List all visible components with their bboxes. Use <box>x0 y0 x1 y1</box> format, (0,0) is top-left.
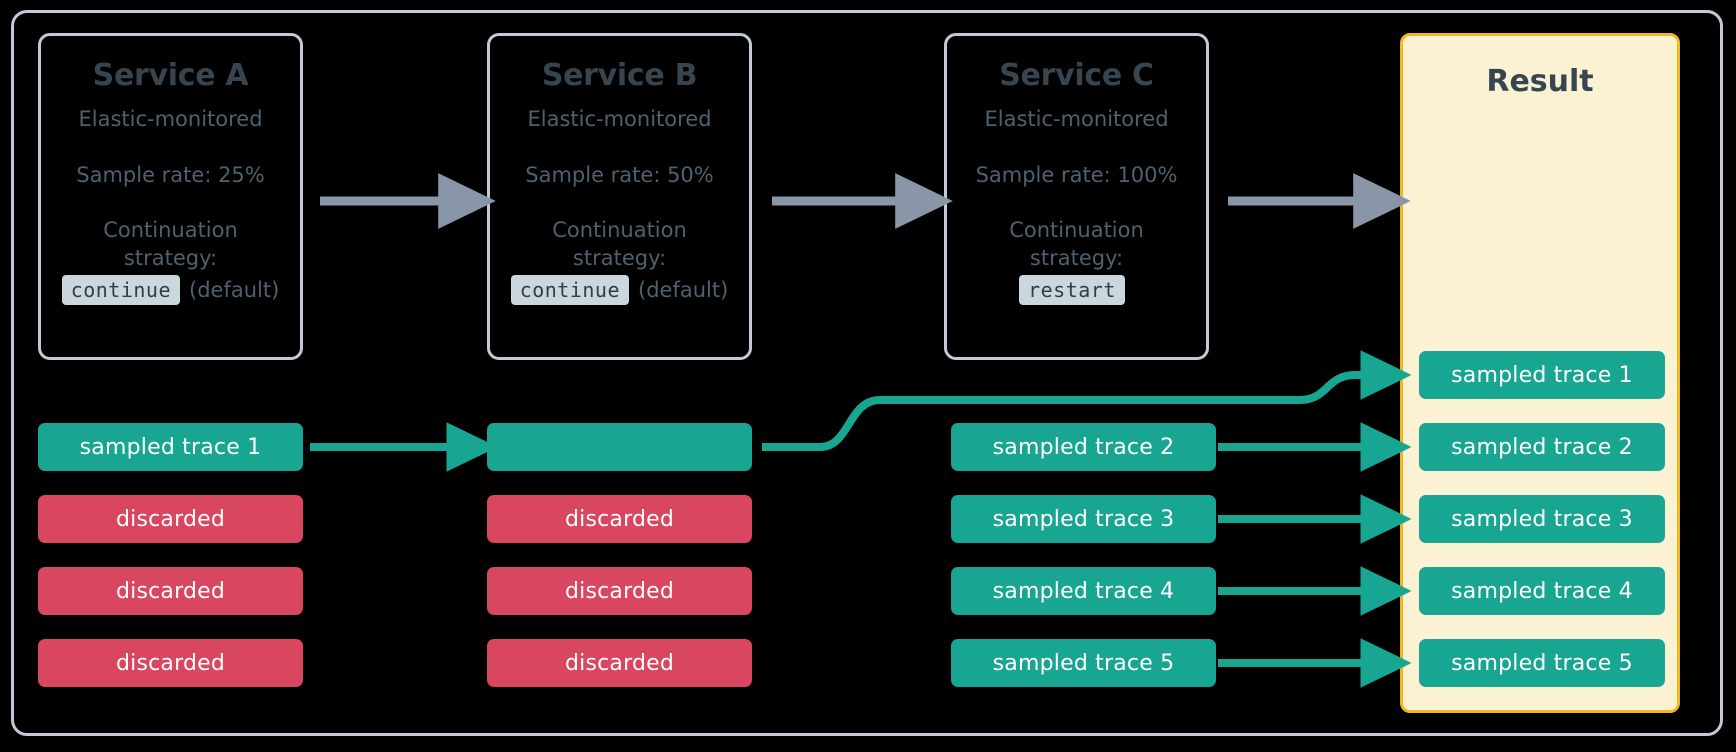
trace-pill-c-1[interactable]: sampled trace 2 <box>951 423 1216 471</box>
service-c-continuation-label: Continuation strategy: <box>1009 218 1144 270</box>
service-b-continuation-label: Continuation strategy: <box>552 218 687 270</box>
result-pill-3[interactable]: sampled trace 3 <box>1419 495 1665 543</box>
service-b-strategy-row: continue (default) <box>510 274 729 305</box>
service-c-strategy-row: restart <box>1019 274 1134 305</box>
result-pill-2[interactable]: sampled trace 2 <box>1419 423 1665 471</box>
service-b-strategy-note: (default) <box>638 277 729 302</box>
trace-pill-c-4[interactable]: sampled trace 5 <box>951 639 1216 687</box>
service-a-strategy-note: (default) <box>189 277 280 302</box>
result-pill-4[interactable]: sampled trace 4 <box>1419 567 1665 615</box>
trace-pill-c-2[interactable]: sampled trace 3 <box>951 495 1216 543</box>
trace-pill-a-4[interactable]: discarded <box>38 639 303 687</box>
service-a-subtitle: Elastic-monitored <box>78 107 263 131</box>
service-c-strategy-code: restart <box>1019 274 1125 305</box>
diagram-outer-frame <box>11 10 1723 736</box>
trace-pill-b-2[interactable]: discarded <box>487 495 752 543</box>
service-a-strategy-code: continue <box>61 274 181 305</box>
service-c-subtitle: Elastic-monitored <box>984 107 1169 131</box>
service-card-c: Service C Elastic-monitored Sample rate:… <box>944 33 1209 360</box>
trace-pill-a-3[interactable]: discarded <box>38 567 303 615</box>
service-b-strategy-code: continue <box>510 274 630 305</box>
service-b-sample-rate: Sample rate: 50% <box>525 163 714 187</box>
service-a-title: Service A <box>92 58 249 93</box>
service-a-strategy-row: continue (default) <box>61 274 280 305</box>
service-c-title: Service C <box>999 58 1154 93</box>
trace-pill-b-4[interactable]: discarded <box>487 639 752 687</box>
result-pill-1[interactable]: sampled trace 1 <box>1419 351 1665 399</box>
service-card-b: Service B Elastic-monitored Sample rate:… <box>487 33 752 360</box>
service-a-sample-rate: Sample rate: 25% <box>76 163 265 187</box>
service-a-continuation-label: Continuation strategy: <box>103 218 238 270</box>
service-b-title: Service B <box>541 58 698 93</box>
service-card-a: Service A Elastic-monitored Sample rate:… <box>38 33 303 360</box>
trace-pill-b-3[interactable]: discarded <box>487 567 752 615</box>
result-pill-5[interactable]: sampled trace 5 <box>1419 639 1665 687</box>
trace-pill-c-3[interactable]: sampled trace 4 <box>951 567 1216 615</box>
service-b-subtitle: Elastic-monitored <box>527 107 712 131</box>
result-title: Result <box>1486 64 1594 99</box>
trace-pill-b-1[interactable] <box>487 423 752 471</box>
trace-pill-a-2[interactable]: discarded <box>38 495 303 543</box>
service-c-sample-rate: Sample rate: 100% <box>975 163 1178 187</box>
trace-pill-a-1[interactable]: sampled trace 1 <box>38 423 303 471</box>
